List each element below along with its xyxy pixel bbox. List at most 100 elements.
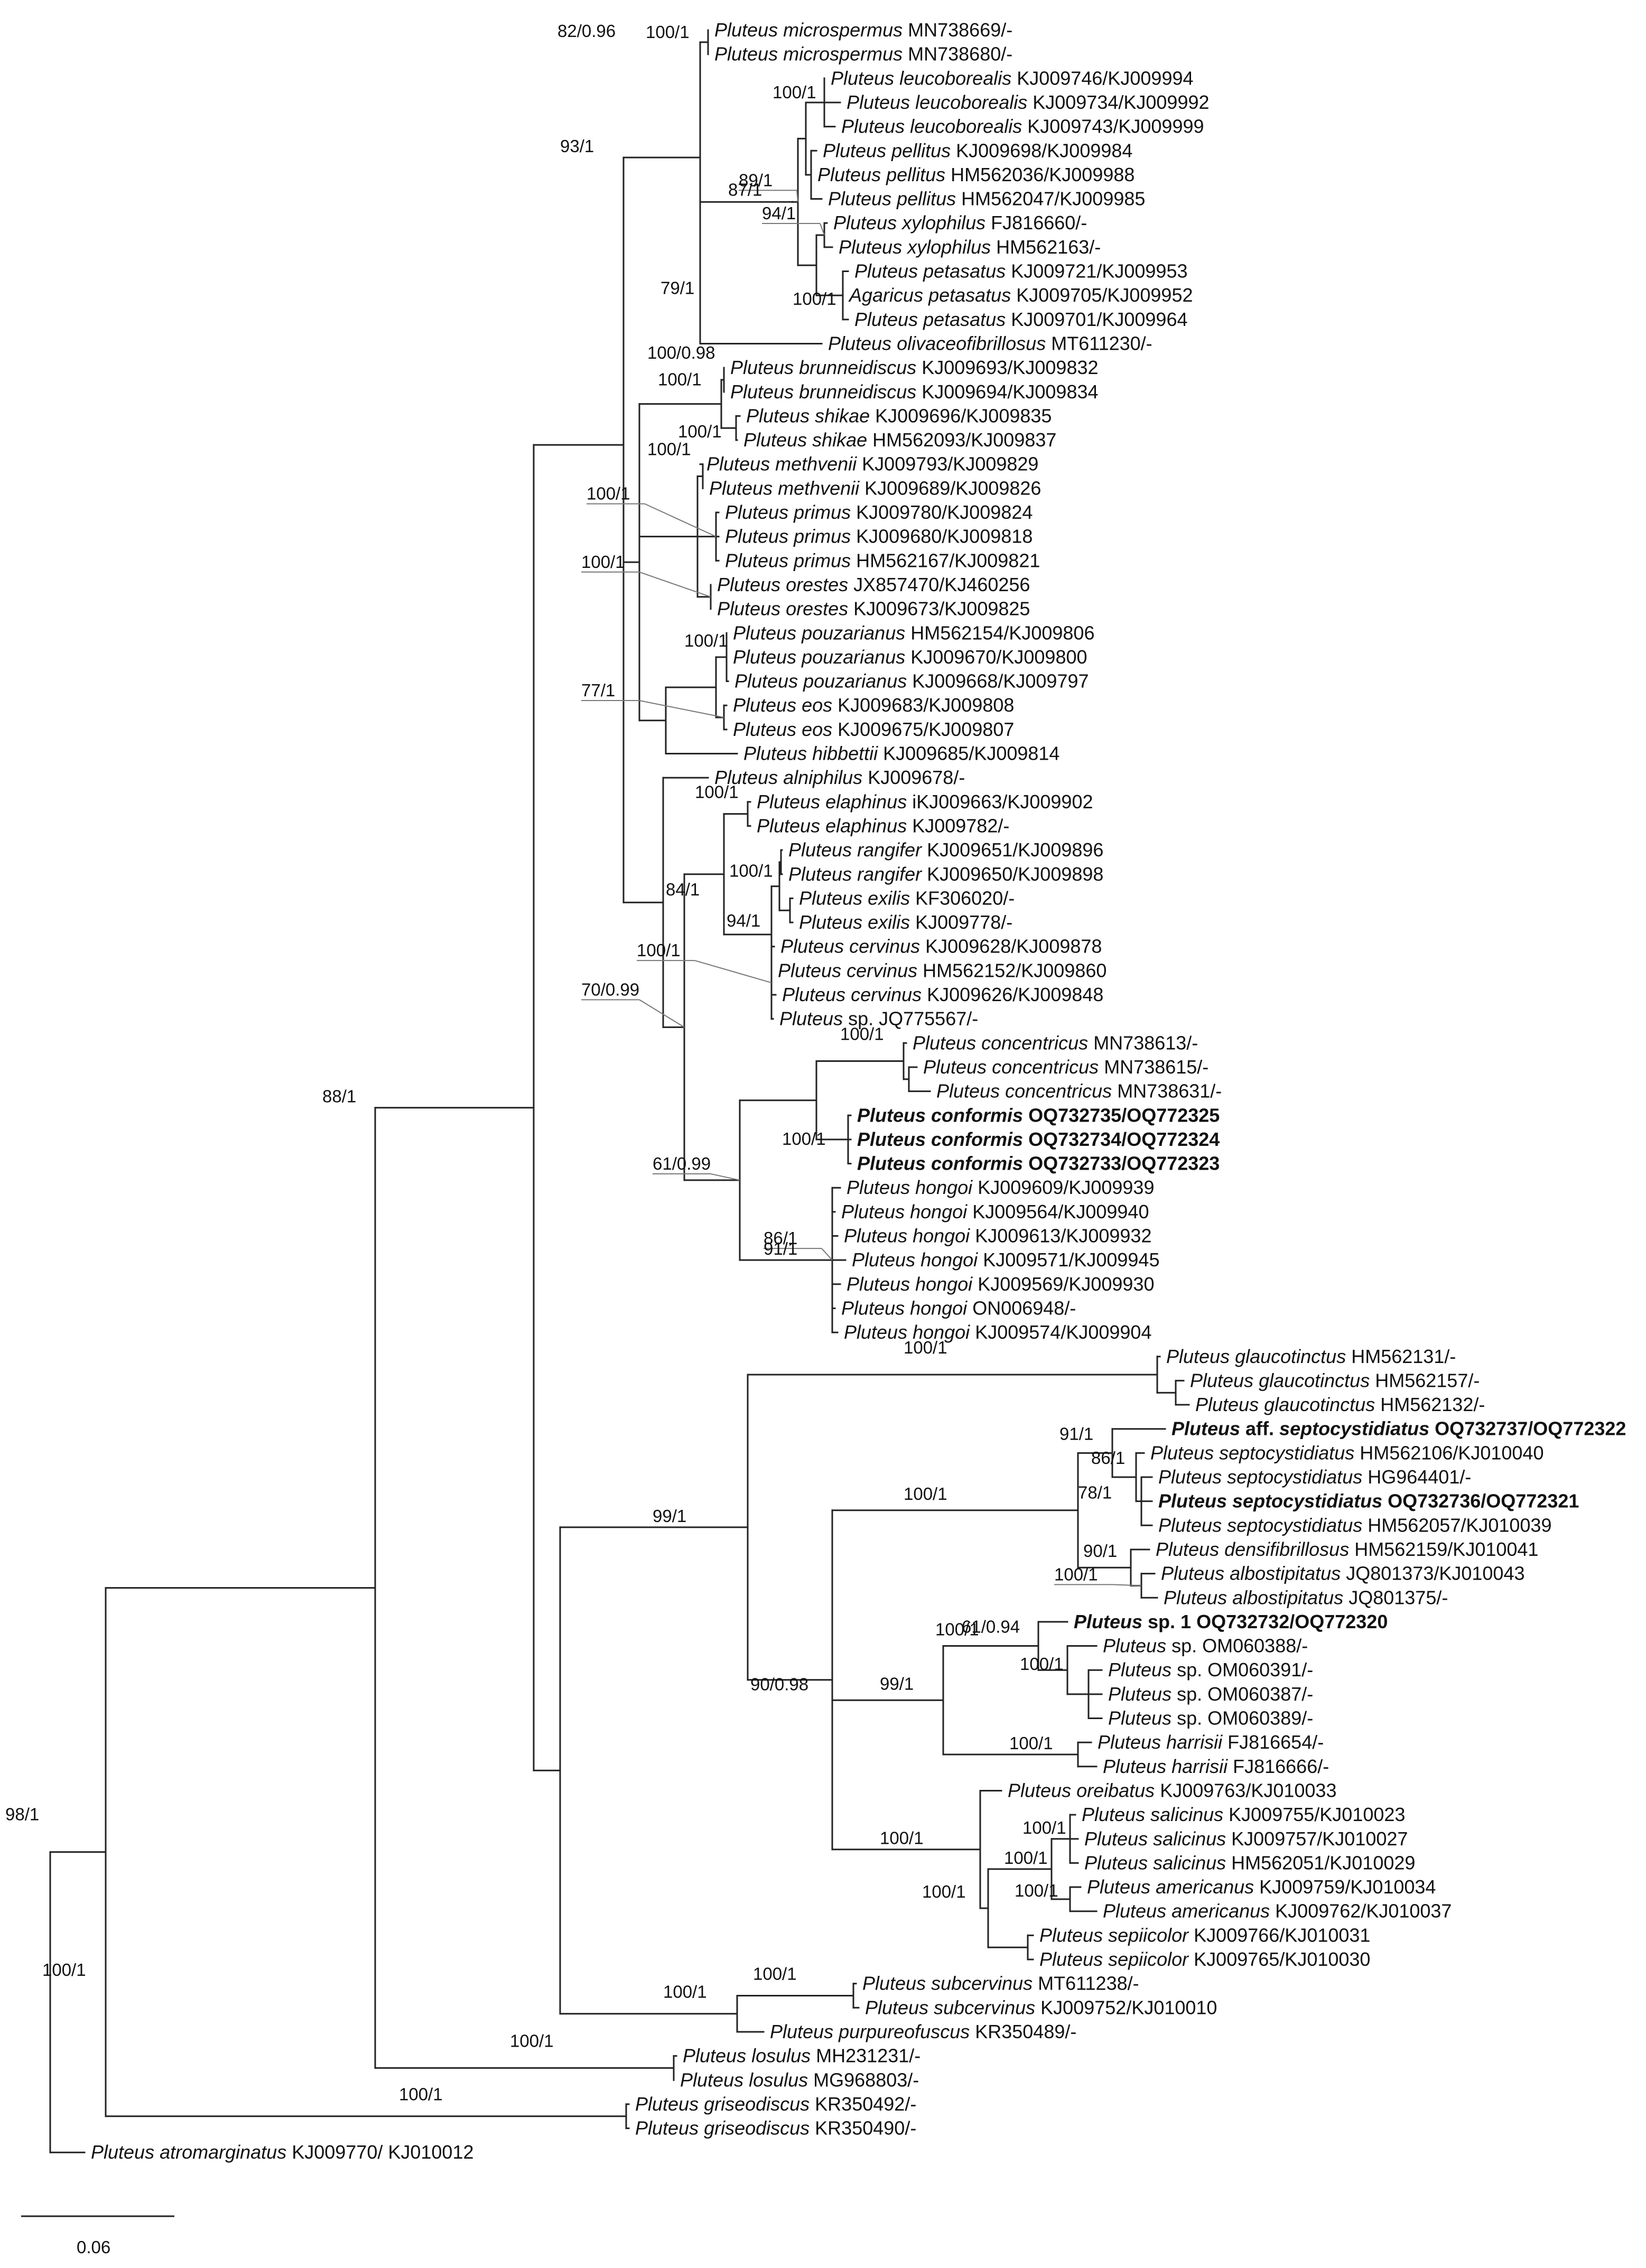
tip-accession: MN738669/-	[903, 19, 1012, 41]
tip-genus: Pluteus	[862, 1973, 931, 1994]
tip-species: losulus	[751, 2045, 811, 2067]
tip-species: subcervinus	[934, 1996, 1035, 2018]
tip-accession: KJ009673/KJ009825	[848, 598, 1030, 620]
support-value: 91/1	[1059, 1424, 1093, 1443]
tip-genus: Pluteus	[734, 670, 803, 692]
tip-label: Pluteus leucoborealis KJ009746/KJ009994	[831, 67, 1194, 89]
tip-label: Pluteus hongoi ON006948/-	[841, 1297, 1076, 1319]
tip-genus: Pluteus	[841, 1201, 910, 1222]
tip-accession: KJ009685/KJ009814	[878, 743, 1059, 764]
tip-accession: KJ009701/KJ009964	[1006, 309, 1187, 330]
tip-genus: Pluteus	[757, 815, 825, 836]
tip-genus: Pluteus	[1108, 1683, 1177, 1705]
support-value: 100/1	[729, 861, 773, 881]
tip-species: americanus	[1171, 1900, 1270, 1922]
tip-genus: Pluteus	[717, 598, 786, 620]
tip-accession: KJ009793/KJ009829	[857, 453, 1038, 475]
tip-genus: Pluteus	[1166, 1346, 1235, 1367]
tip-label: Pluteus harrisii FJ816666/-	[1103, 1756, 1329, 1777]
tip-genus: Pluteus	[714, 43, 783, 65]
tip-species: conformis	[931, 1153, 1023, 1174]
tip-genus: Pluteus	[1008, 1779, 1076, 1801]
tip-genus: Pluteus	[1108, 1659, 1177, 1681]
support-value: 87/1	[728, 180, 762, 199]
tip-accession: KJ009752/KJ010010	[1035, 1996, 1217, 2018]
tip-species: glaucotinctus	[1235, 1346, 1346, 1367]
tip-label: Pluteus hongoi KJ009571/KJ009945	[852, 1249, 1159, 1271]
tip-species: cervinus	[849, 936, 920, 957]
tip-label: Pluteus concentricus MN738631/-	[936, 1080, 1222, 1102]
tip-species: harrisii	[1166, 1731, 1223, 1753]
tip-species: orestes	[786, 598, 848, 620]
tip-species: elaphinus	[825, 815, 907, 836]
tip-species: xylophilus	[906, 236, 991, 258]
support-value: 100/1	[922, 1882, 966, 1901]
tip-label: Pluteus leucoborealis KJ009743/KJ009999	[841, 116, 1204, 137]
tip-genus: Pluteus	[913, 1032, 981, 1053]
tip-label: Pluteus glaucotinctus HM562131/-	[1166, 1346, 1456, 1367]
tip-species: sp.	[1177, 1683, 1202, 1705]
tip-species: pouzarianus	[801, 646, 905, 668]
tip-genus: Pluteus	[841, 116, 910, 137]
support-value: 70/0.99	[581, 979, 639, 999]
tip-species: sepiicolor	[1108, 1948, 1189, 1970]
tip-species: leucoborealis	[910, 116, 1022, 137]
support-value: 94/1	[727, 911, 760, 930]
tip-genus: Pluteus	[725, 549, 794, 571]
tip-genus: Pluteus	[854, 260, 923, 282]
tip-species: cervinus	[851, 984, 922, 1005]
tip-genus: Pluteus	[799, 887, 868, 909]
tip-species: cervinus	[847, 959, 917, 981]
tip-accession: KJ009678/-	[862, 767, 965, 788]
tip-genus: Pluteus	[743, 743, 812, 764]
support-value: 100/1	[663, 1982, 707, 2002]
tip-species: petasatus	[928, 284, 1011, 306]
tip-label: Pluteus hibbettii KJ009685/KJ009814	[743, 743, 1059, 764]
tip-species: hibbettii	[812, 743, 878, 764]
tip-label: Pluteus petasatus KJ009721/KJ009953	[854, 260, 1188, 282]
tip-accession: HM562132/-	[1375, 1394, 1485, 1415]
tip-label: Pluteus shikae KJ009696/KJ009835	[746, 405, 1052, 426]
tip-accession: KJ009668/KJ009797	[907, 670, 1089, 692]
tip-species: densifibrillosus	[1224, 1538, 1349, 1560]
tip-genus: Pluteus	[714, 19, 783, 41]
tip-label: Pluteus pouzarianus KJ009668/KJ009797	[734, 670, 1089, 692]
support-value: 61/0.94	[962, 1617, 1020, 1637]
tip-species: eos	[802, 718, 832, 740]
tip-label: Pluteus densifibrillosus HM562159/KJ0100…	[1156, 1538, 1538, 1560]
scale-bar-label: 0.06	[77, 2237, 110, 2257]
tip-genus: Pluteus	[733, 622, 802, 643]
tip-species: orestes	[786, 574, 848, 595]
tip-genus: Pluteus	[1098, 1731, 1166, 1753]
tip-accession: MT611238/-	[1033, 1973, 1139, 1994]
tip-accession: HM562047/KJ009985	[956, 188, 1145, 210]
tip-label: Pluteus septocystidiatus HG964401/-	[1158, 1466, 1471, 1488]
tip-accession: HM562106/KJ010040	[1354, 1442, 1543, 1463]
tip-label: Pluteus salicinus KJ009755/KJ010023	[1082, 1804, 1405, 1825]
tip-genus: Pluteus	[1039, 1948, 1108, 1970]
tip-species: aff.	[1245, 1418, 1279, 1440]
tip-accession: OQ732736/OQ772321	[1382, 1490, 1579, 1512]
support-value: 77/1	[581, 680, 615, 700]
support-value: 100/1	[510, 2031, 554, 2050]
support-value: 100/1	[647, 440, 691, 459]
support-leader	[644, 503, 717, 537]
support-value: 100/1	[1022, 1818, 1066, 1837]
tip-genus: Pluteus	[857, 1153, 931, 1174]
tip-label: Pluteus cervinus HM562152/KJ009860	[778, 959, 1106, 981]
tip-species: hongoi	[910, 1201, 968, 1222]
tip-label: Pluteus rangifer KJ009650/KJ009898	[788, 863, 1103, 885]
tip-accession: KJ009698/KJ009984	[951, 139, 1132, 161]
support-value: 90/0.98	[750, 1675, 808, 1694]
tip-genus: Pluteus	[1156, 1538, 1224, 1560]
tip-genus: Pluteus	[857, 1128, 931, 1150]
tip-species: hongoi	[915, 1177, 973, 1198]
tip-genus: Pluteus	[683, 2045, 751, 2067]
tip-label: Pluteus rangifer KJ009651/KJ009896	[788, 839, 1103, 861]
tip-accession: OM060389/-	[1202, 1707, 1313, 1729]
tip-label: Pluteus pellitus HM562047/KJ009985	[828, 188, 1145, 210]
tip-accession: KJ009780/KJ009824	[851, 501, 1033, 523]
support-value: 89/1	[739, 170, 773, 190]
tip-species: septocystidiatus	[1227, 1466, 1362, 1488]
